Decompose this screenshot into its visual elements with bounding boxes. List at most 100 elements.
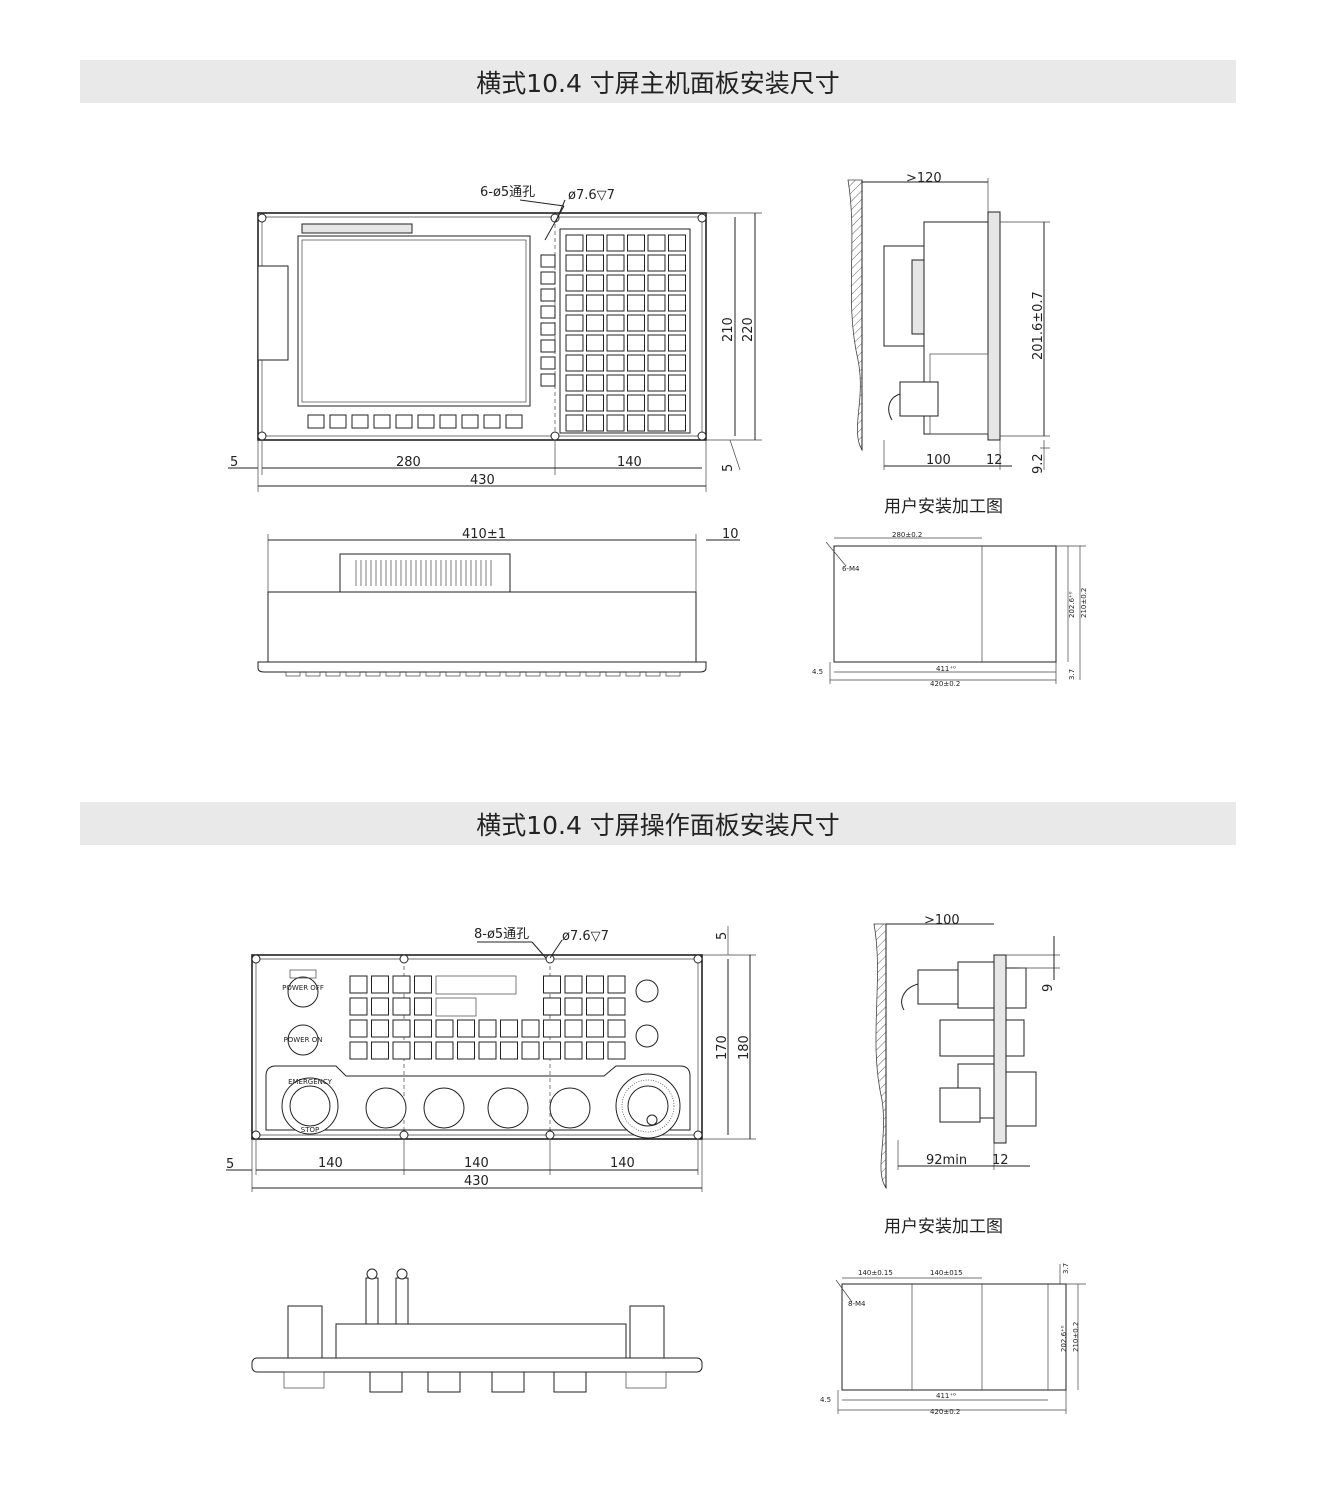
op-key <box>478 1041 497 1060</box>
keypad-key <box>586 234 604 252</box>
soft-key <box>373 414 391 429</box>
override-knob <box>549 1087 591 1129</box>
keypad-key <box>647 354 666 372</box>
keypad-key <box>668 334 686 352</box>
side-key <box>540 339 556 353</box>
keypad-key <box>647 414 666 432</box>
key-bottom <box>525 671 541 677</box>
key-bottom <box>345 671 361 677</box>
mount-hole <box>697 431 707 441</box>
knob-body <box>369 1371 403 1393</box>
host-panel-front-view <box>257 199 707 441</box>
side-key <box>540 305 556 319</box>
keypad-key <box>606 374 625 392</box>
section-title-operation-panel: 横式10.4 寸屏操作面板安装尺寸 <box>80 802 1236 845</box>
keypad-key <box>586 254 604 272</box>
op-key <box>564 1041 583 1060</box>
op-key <box>564 975 583 994</box>
mount-hole <box>399 1130 409 1140</box>
keypad-key <box>647 294 666 312</box>
knob-body <box>553 1371 587 1393</box>
mount-hole <box>545 954 555 964</box>
keypad-key <box>647 234 666 252</box>
emergency-label: EMERGENCY <box>288 1078 333 1086</box>
op-key <box>349 1019 368 1038</box>
mount-hole <box>251 954 261 964</box>
keypad-key <box>668 234 686 252</box>
soft-key <box>329 414 347 429</box>
override-knob <box>487 1087 529 1129</box>
keypad-key <box>647 314 666 332</box>
keypad-key <box>586 394 604 412</box>
mount-hole <box>257 213 267 223</box>
section-title-host-panel: 横式10.4 寸屏主机面板安装尺寸 <box>80 60 1236 103</box>
mount-hole <box>693 1130 703 1140</box>
cutout-caption: 用户安装加工图 <box>884 497 1003 517</box>
key-bottom <box>625 671 641 677</box>
key-bottom <box>505 671 521 677</box>
key-bottom <box>365 671 381 677</box>
op-cutout-edge-left: 4.5 <box>820 1396 831 1404</box>
dim-left-part: 280 <box>396 455 421 470</box>
keypad-key <box>565 254 584 272</box>
key-bottom <box>645 671 661 677</box>
cutout-edge-left: 4.5 <box>812 668 823 676</box>
op-key <box>371 1041 389 1060</box>
side-key <box>540 254 556 268</box>
keypad-key <box>606 294 625 312</box>
keypad-key <box>565 414 584 432</box>
keypad-key <box>606 334 625 352</box>
soft-key <box>351 414 369 429</box>
key-bottom <box>465 671 481 677</box>
keypad-key <box>586 354 604 372</box>
op-key <box>478 1019 497 1038</box>
keypad-key <box>606 234 625 252</box>
soft-key <box>483 414 501 429</box>
mount-hole <box>257 431 267 441</box>
side-body-depth: 100 <box>926 453 951 468</box>
key-bottom <box>285 671 301 677</box>
host-panel-side-view <box>847 178 1050 470</box>
cutout-top: 280±0.2 <box>892 531 922 539</box>
key-bottom <box>445 671 461 677</box>
op-key <box>349 997 368 1016</box>
keypad-key <box>565 314 584 332</box>
key-bottom <box>325 671 341 677</box>
override-knob <box>423 1087 465 1129</box>
key-bottom <box>565 671 581 677</box>
keypad-key <box>586 334 604 352</box>
keypad-key <box>668 314 686 332</box>
op-key <box>371 997 389 1016</box>
op-cutout-edge-top: 3.7 <box>1062 1263 1070 1274</box>
keypad-key <box>565 274 584 292</box>
countersink-label-2: ø7.6▽7 <box>562 929 609 944</box>
op-cutout-w2: 420±0.2 <box>930 1408 960 1416</box>
countersink-label: ø7.6▽7 <box>568 188 615 203</box>
keypad-key <box>627 354 645 372</box>
op-dim-outer-height: 180 <box>737 1035 752 1060</box>
side-key <box>540 356 556 370</box>
side-offset: 9.2 <box>1031 453 1046 474</box>
side-key <box>540 322 556 336</box>
op-side-depth-min: >100 <box>924 913 960 928</box>
keypad-key <box>586 294 604 312</box>
keypad-key <box>586 374 604 392</box>
knob-body <box>491 1371 525 1393</box>
op-cutout-top1: 140±0.15 <box>858 1269 893 1277</box>
side-key <box>540 271 556 285</box>
keypad-key <box>627 234 645 252</box>
op-key <box>371 1019 389 1038</box>
cutout-w2: 420±0.2 <box>930 680 960 688</box>
keypad-key <box>565 334 584 352</box>
keypad-key <box>627 394 645 412</box>
key-bottom <box>425 671 441 677</box>
cutout-screws: 6-M4 <box>842 565 860 573</box>
mount-hole <box>545 1130 555 1140</box>
op-key <box>521 1019 540 1038</box>
keypad-key <box>565 394 584 412</box>
hole-label-2: 8-ø5通孔 <box>474 927 529 942</box>
keypad-key <box>647 334 666 352</box>
stop-label: STOP <box>301 1126 319 1134</box>
op-key <box>349 1041 368 1060</box>
